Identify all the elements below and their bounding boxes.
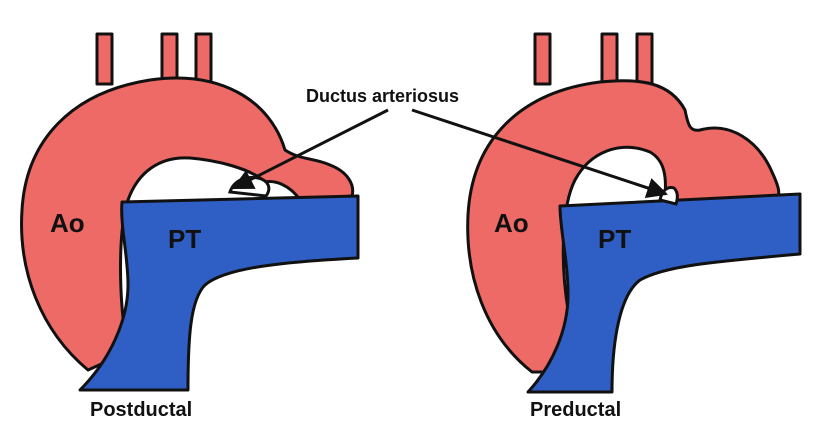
aortic-branches-right bbox=[535, 34, 652, 84]
ductus-arteriosus-label: Ductus arteriosus bbox=[306, 86, 459, 106]
caption-preductal: Preductal bbox=[530, 399, 621, 421]
caption-postductal: Postductal bbox=[90, 399, 192, 421]
pt-label-left: PT bbox=[168, 224, 201, 254]
pulmonary-trunk-shape-right bbox=[528, 194, 800, 392]
pt-label-right: PT bbox=[598, 224, 631, 254]
aortic-branches-left bbox=[97, 34, 211, 84]
ao-label-right: Ao bbox=[494, 208, 529, 238]
ductus-arteriosus-right bbox=[660, 188, 677, 205]
preductal-panel: Ao PT Preductal bbox=[468, 34, 800, 421]
ao-label-left: Ao bbox=[50, 208, 85, 238]
